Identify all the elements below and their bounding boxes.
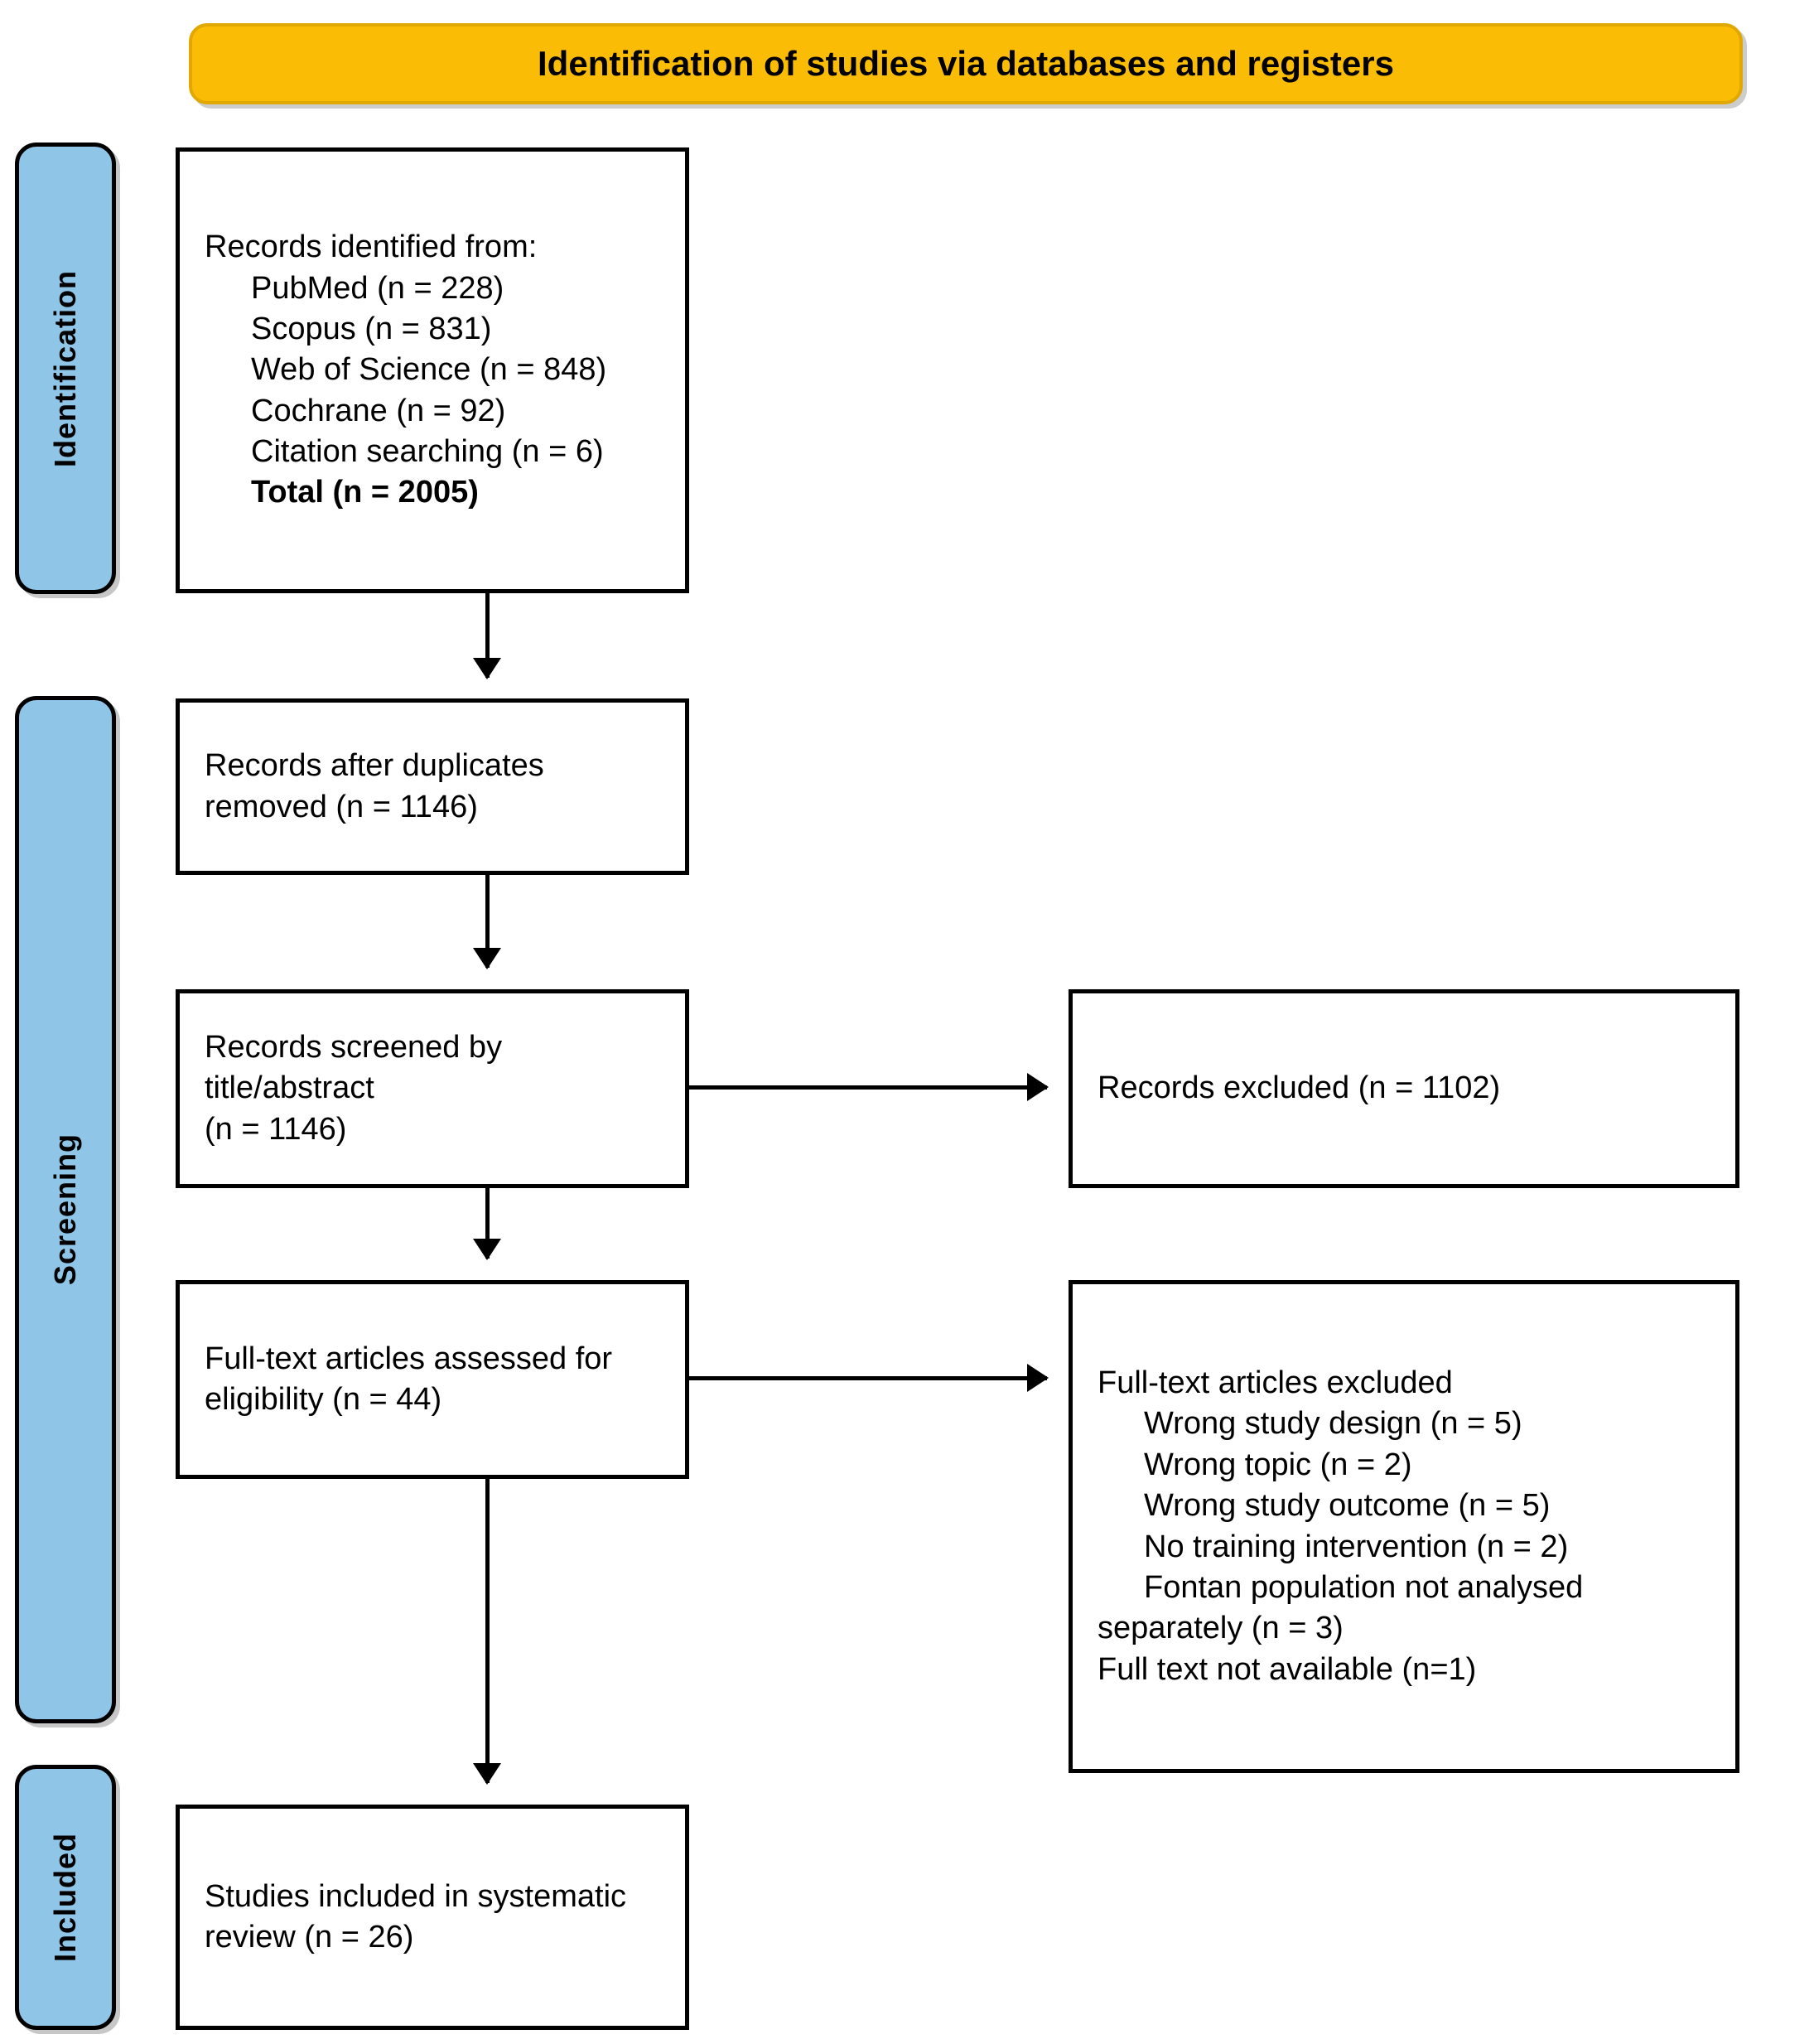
stage-label-screening-text: Screening [48,1133,82,1286]
box-line-total: Total (n = 2005) [251,475,479,510]
box-line: review (n = 26) [205,1920,414,1955]
stage-label-screening: Screening [15,696,116,1723]
box-line: (n = 1146) [205,1111,347,1147]
box-line: Web of Science (n = 848) [251,352,607,388]
box-line: eligibility (n = 44) [205,1382,442,1417]
arrow-screened-to-fulltext [473,1188,501,1260]
box-line: removed (n = 1146) [205,789,478,824]
stage-label-identification-text: Identification [48,269,82,467]
box-line: Records excluded (n = 1102) [1098,1070,1501,1106]
box-line: Wrong study outcome (n = 5) [1144,1488,1551,1524]
stage-label-identification: Identification [15,143,116,594]
box-line: Records screened by [205,1029,503,1065]
box-line: Records identified from: [205,230,538,265]
box-line: Wrong study design (n = 5) [1144,1406,1522,1442]
box-records-after-duplicates: Records after duplicates removed (n = 11… [176,698,689,875]
arrow-identified-to-duplicates [473,593,501,679]
stage-label-included-text: Included [48,1832,82,1962]
arrow-screened-to-excluded [689,1073,1049,1101]
arrow-fulltext-to-included [473,1479,501,1785]
stage-label-included: Included [15,1765,116,2030]
box-line: Fontan population not analysed [1144,1569,1584,1605]
box-line: PubMed (n = 228) [251,270,504,306]
box-studies-included: Studies included in systematic review (n… [176,1805,689,2030]
box-line: Full-text articles excluded [1098,1365,1453,1400]
box-records-identified: Records identified from: PubMed (n = 228… [176,147,689,593]
banner-identification-header: Identification of studies via databases … [189,23,1743,104]
box-line: No training intervention (n = 2) [1144,1529,1569,1564]
box-line: title/abstract [205,1070,374,1106]
box-records-excluded: Records excluded (n = 1102) [1069,989,1739,1188]
box-line: Scopus (n = 831) [251,311,492,346]
box-line: Cochrane (n = 92) [251,393,506,428]
box-line: Full-text articles assessed for [205,1341,613,1376]
box-line: Citation searching (n = 6) [251,434,604,470]
box-line: Wrong topic (n = 2) [1144,1447,1412,1482]
box-line: Full text not available (n=1) [1098,1651,1477,1687]
box-fulltext-excluded: Full-text articles excluded Wrong study … [1069,1280,1739,1773]
box-line: Records after duplicates [205,748,544,784]
arrow-fulltext-to-fulltext-excluded [689,1364,1049,1392]
box-fulltext-assessed: Full-text articles assessed for eligibil… [176,1280,689,1479]
box-records-screened: Records screened by title/abstract (n = … [176,989,689,1188]
banner-title: Identification of studies via databases … [538,44,1394,83]
box-line: Studies included in systematic [205,1878,627,1914]
arrow-duplicates-to-screened [473,875,501,969]
box-line: separately (n = 3) [1098,1611,1344,1646]
